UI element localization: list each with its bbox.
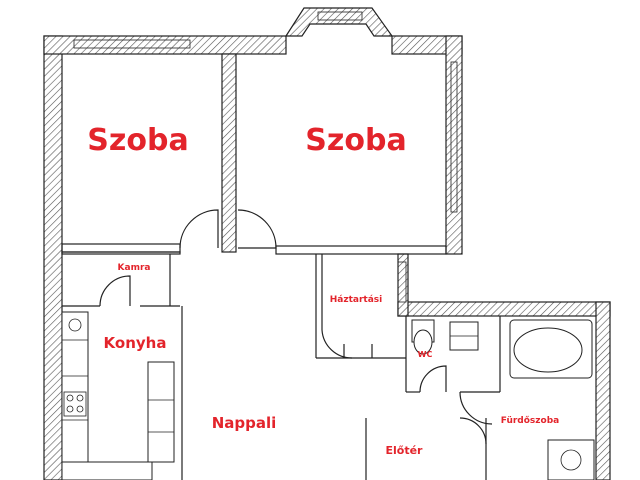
door-wc: [419, 365, 447, 393]
label-konyha: Konyha: [104, 334, 167, 352]
label-eloter: Előtér: [386, 444, 424, 457]
bay-window-glass: [317, 11, 363, 21]
label-furdoszoba: Fürdőszoba: [501, 416, 559, 426]
bathtub-basin: [513, 327, 583, 373]
wall-left: [43, 35, 63, 480]
wall-bath-top: [397, 301, 611, 317]
exterior-walls: [43, 7, 611, 480]
toilet-icon: [413, 329, 433, 355]
kitchen-counter-bottom: [61, 461, 153, 480]
doors: [99, 209, 493, 445]
door-utility: [321, 329, 353, 359]
door-kamra: [99, 275, 131, 307]
label-szoba-right: Szoba: [305, 123, 406, 158]
wall-right-bedroom: [445, 35, 463, 255]
utility-window: [397, 261, 407, 303]
bath-sink: [547, 439, 595, 480]
window-top-left: [73, 39, 191, 49]
wall-left-bedroom-bottom: [61, 243, 181, 253]
label-nappali: Nappali: [212, 414, 277, 432]
wet-room-fixtures: [397, 261, 595, 480]
sink-icon: [68, 318, 82, 332]
wall-top-left: [43, 35, 287, 55]
kitchen-island: [147, 361, 175, 463]
wall-kamra-top: [61, 251, 181, 255]
door-bath: [459, 391, 493, 425]
label-wc: WC: [418, 350, 433, 359]
door-utility-double: [343, 344, 373, 358]
door-left-bedroom: [179, 209, 219, 249]
stove-icon: [63, 391, 87, 417]
door-right-bedroom: [237, 209, 277, 249]
interior-walls: [61, 53, 501, 480]
wall-bedroom-divider: [221, 53, 237, 253]
wall-bath-right: [595, 301, 611, 480]
label-kamra: Kamra: [118, 263, 151, 273]
label-szoba-left: Szoba: [87, 123, 188, 158]
bay-window: [284, 7, 394, 37]
label-haztartasi: Háztartási: [330, 295, 382, 305]
window-side-right: [450, 61, 458, 213]
door-hall: [459, 417, 487, 445]
wall-utility-right: [397, 253, 409, 317]
kitchen-counter: [61, 311, 89, 480]
kitchen-fixtures: [61, 311, 175, 480]
wall-right-bedroom-bottom: [275, 245, 447, 255]
